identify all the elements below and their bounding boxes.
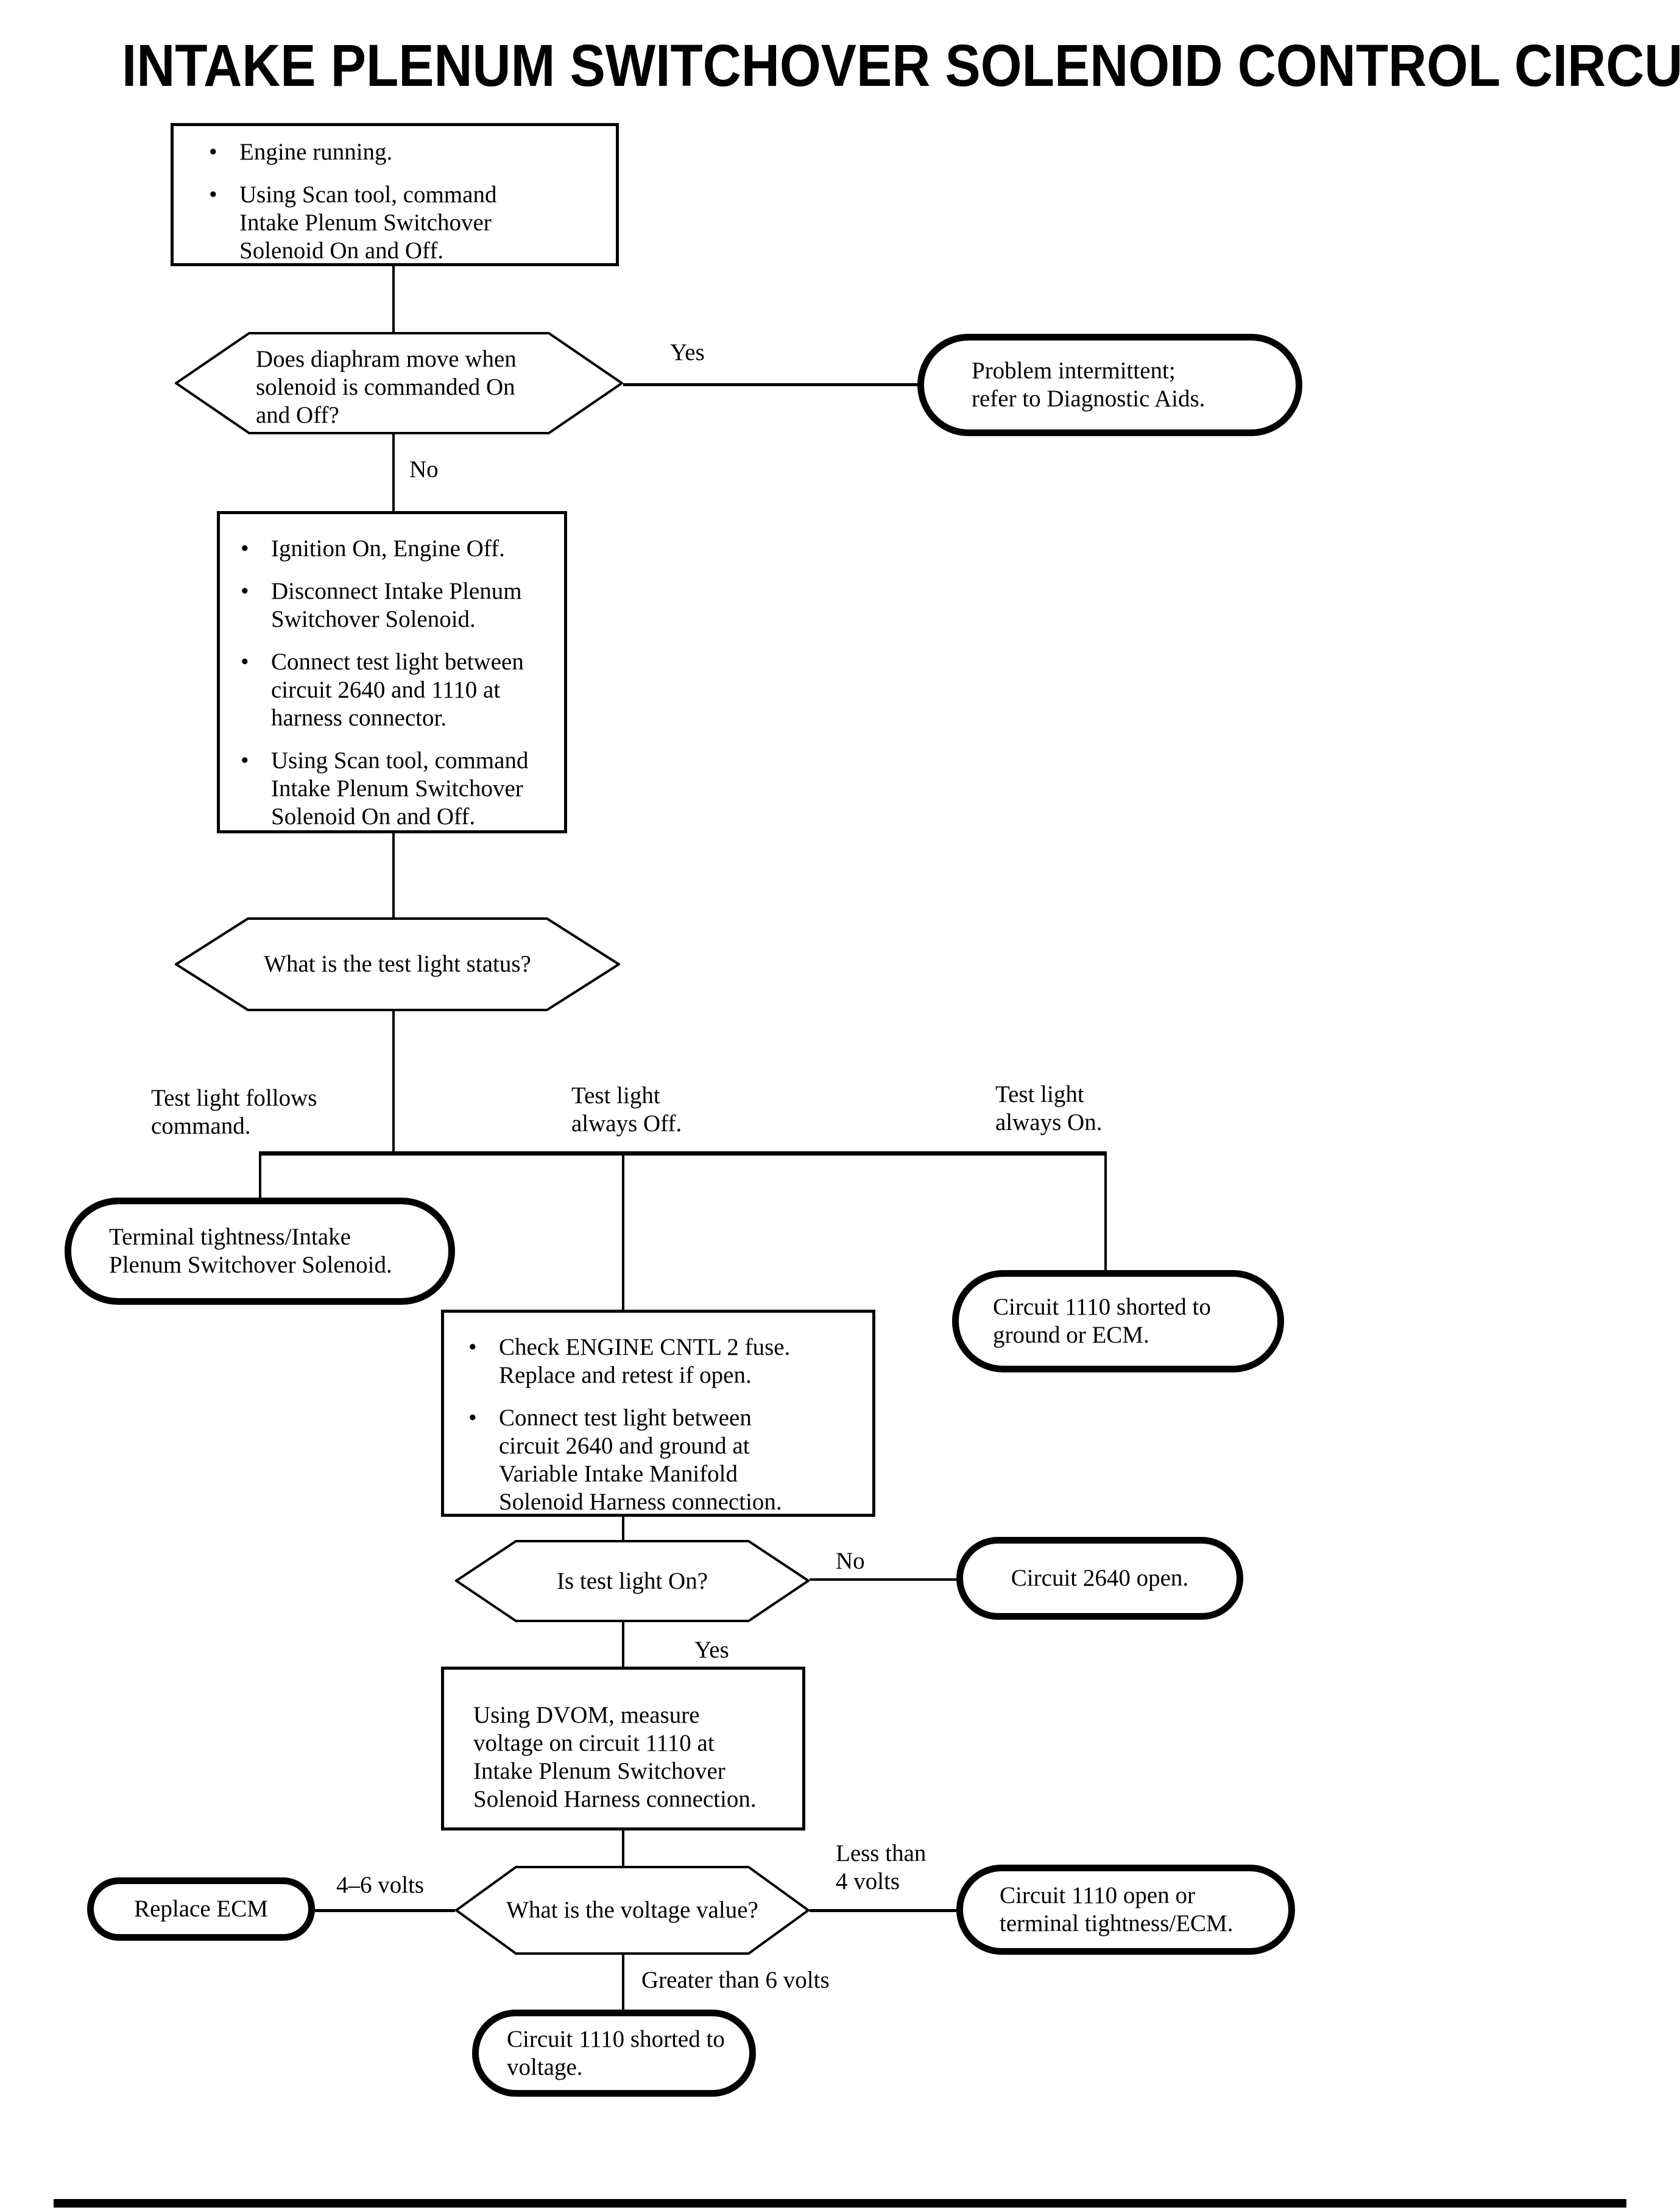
connector-setup-to-status [392,833,395,919]
fuse-check-box: • Check ENGINE CNTL 2 fuse. Replace and r… [441,1310,875,1517]
setup-box-bullet-4: Using Scan tool, command Intake Plenum S… [271,747,529,830]
edge-label-yes-1: Yes [670,339,705,365]
terminator-circuit-1110-voltage-text: Circuit 1110 shorted to voltage. [507,2025,725,2080]
terminator-circuit-1110-ground: Circuit 1110 shorted to ground or ECM. [952,1270,1284,1372]
edge-label-follows-command: Test light follows command. [151,1085,317,1139]
hexagon-shape [455,1540,810,1622]
bullet-icon: • [209,139,217,165]
terminator-circuit-2640-open-text: Circuit 2640 open. [1011,1565,1189,1591]
decision-diaphram-move-text: Does diaphram move when solenoid is comm… [256,346,517,428]
bullet-icon: • [468,1334,477,1360]
connector-branch-left [259,1156,261,1198]
flowchart-title: INTAKE PLENUM SWITCHOVER SOLENOID CONTRO… [122,32,1680,99]
terminator-terminal-tightness: Terminal tightness/Intake Plenum Switcho… [65,1198,455,1305]
list-item: • Using Scan tool, command Intake Plenum … [241,747,558,831]
decision-diaphram-move: Does diaphram move when solenoid is comm… [175,332,623,434]
dvom-box-text: Using DVOM, measure voltage on circuit 1… [473,1702,757,1812]
decision-test-light-on: Is test light On? [455,1540,810,1622]
hexagon-shape [175,332,623,434]
terminator-problem-intermittent: Problem intermittent; refer to Diagnosti… [917,334,1302,436]
edge-label-always-on: Test light always On. [995,1081,1103,1135]
decision-test-light-status-text: What is the test light status? [264,951,531,977]
connector-no-to-setup [392,434,395,511]
setup-box: • Ignition On, Engine Off. • Disconnect In… [217,511,567,833]
connector-yes-to-dvom [622,1622,624,1668]
dvom-box: Using DVOM, measure voltage on circuit 1… [441,1667,805,1830]
fuse-check-bullet-2: Connect test light between circuit 2640 … [499,1405,782,1515]
connector-less4-to-1110open [810,1909,956,1912]
edge-label-greater-than-6: Greater than 6 volts [641,1967,830,1993]
edge-label-4-6-volts: 4–6 volts [336,1872,425,1898]
edge-label-no-1: No [409,456,439,482]
setup-box-bullet-1: Ignition On, Engine Off. [271,535,505,562]
bullet-icon: • [241,535,249,562]
list-item: • Check ENGINE CNTL 2 fuse. Replace and r… [468,1333,866,1389]
fuse-check-bullet-1: Check ENGINE CNTL 2 fuse. Replace and re… [499,1334,791,1388]
connector-start-to-diaphram [392,266,395,332]
list-item: • Engine running. [209,138,607,166]
setup-box-bullet-3: Connect test light between circuit 2640 … [271,649,524,731]
edge-label-no-2: No [836,1548,865,1574]
decision-voltage-value-text: What is the voltage value? [506,1897,758,1923]
bullet-icon: • [209,182,217,208]
decision-test-light-status: What is the test light status? [175,917,620,1011]
connector-status-to-branch [392,1011,395,1154]
decision-test-light-on-text: Is test light On? [556,1567,708,1594]
start-box-bullet-1: Engine running. [239,139,393,165]
connector-46-to-replace-ecm [315,1909,455,1912]
branch-horizontal-line [259,1151,1107,1156]
terminator-terminal-tightness-text: Terminal tightness/Intake Plenum Switcho… [109,1224,392,1278]
connector-branch-right [1104,1156,1107,1271]
edge-label-less-than-4: Less than 4 volts [836,1840,926,1894]
connector-fuse-to-lighton [622,1517,624,1540]
terminator-circuit-1110-voltage: Circuit 1110 shorted to voltage. [472,2010,756,2097]
setup-box-bullet-2: Disconnect Intake Plenum Switchover Sole… [271,578,522,632]
edge-label-always-off: Test light always Off. [571,1082,682,1137]
list-item: • Connect test light between circuit 2640… [468,1404,866,1516]
bullet-icon: • [241,747,249,774]
hexagon-shape [455,1866,810,1955]
connector-yes-to-intermittent [623,383,917,386]
list-item: • Disconnect Intake Plenum Switchover Sol… [241,577,558,634]
edge-label-yes-2: Yes [694,1637,729,1663]
terminator-circuit-2640-open: Circuit 2640 open. [956,1537,1243,1620]
bullet-icon: • [468,1405,477,1431]
terminator-circuit-1110-ground-text: Circuit 1110 shorted to ground or ECM. [993,1294,1211,1348]
connector-branch-middle [622,1156,624,1311]
list-item: • Using Scan tool, command Intake Plenum … [209,181,607,265]
terminator-problem-intermittent-text: Problem intermittent; refer to Diagnosti… [972,358,1205,412]
bottom-scan-bar [54,2199,1626,2208]
terminator-replace-ecm: Replace ECM [87,1877,315,1941]
hexagon-shape [175,917,620,1011]
decision-voltage-value: What is the voltage value? [455,1866,810,1955]
terminator-circuit-1110-open: Circuit 1110 open or terminal tightness/… [956,1865,1295,1955]
bullet-icon: • [241,649,249,675]
start-box: • Engine running. • Using Scan tool, comma… [171,123,619,266]
connector-dvom-to-voltage [622,1830,624,1866]
list-item: • Connect test light between circuit 2640… [241,648,558,732]
connector-no-to-2640open [810,1578,956,1581]
list-item: • Ignition On, Engine Off. [241,535,558,563]
connector-voltage-to-shorted [622,1955,624,2011]
bullet-icon: • [241,578,249,604]
terminator-replace-ecm-text: Replace ECM [134,1896,268,1922]
start-box-bullet-2: Using Scan tool, command Intake Plenum S… [239,182,497,264]
terminator-circuit-1110-open-text: Circuit 1110 open or terminal tightness/… [1000,1882,1234,1936]
